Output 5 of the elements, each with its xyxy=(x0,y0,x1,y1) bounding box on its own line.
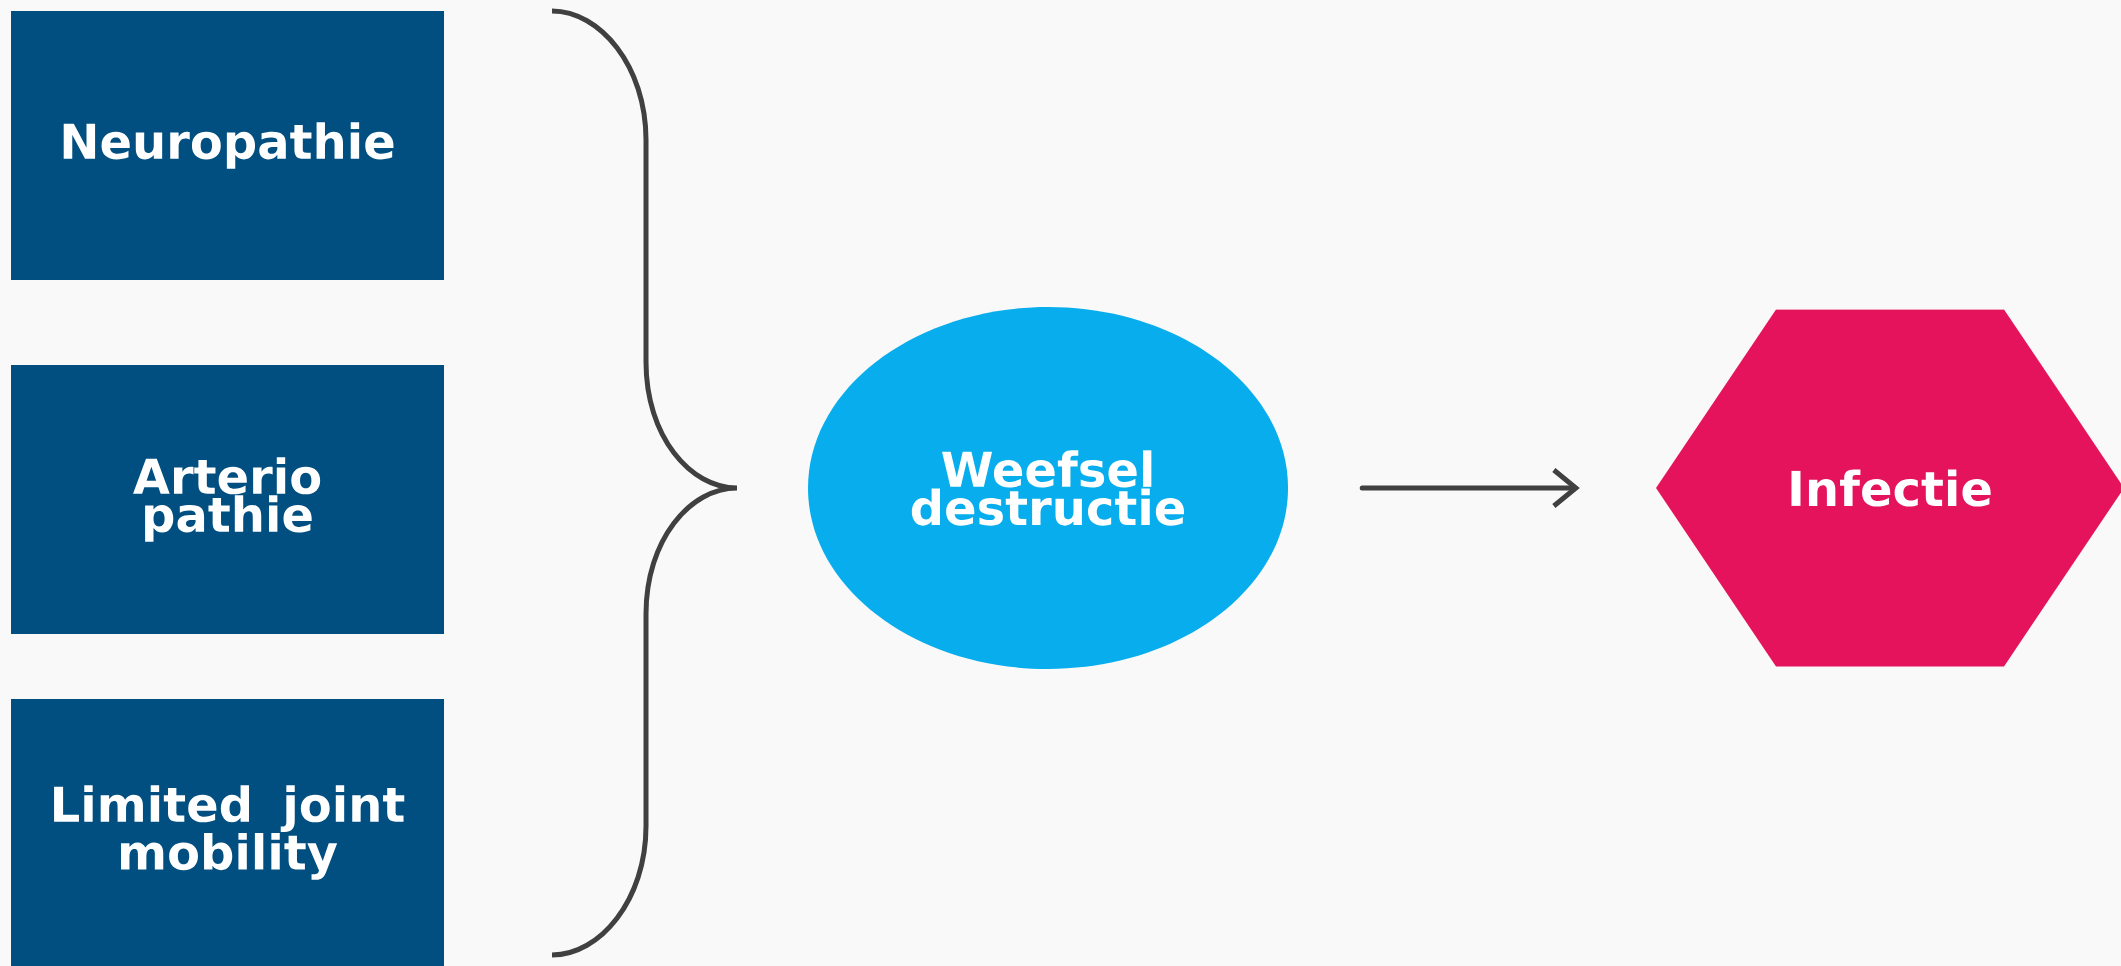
cause-box: Arterio pathie xyxy=(11,365,444,634)
outcome-hexagon: Infectie xyxy=(1656,309,2121,667)
cause-box: Limited joint mobility xyxy=(11,699,444,966)
cause-box: Neuropathie xyxy=(11,11,444,280)
arrow xyxy=(1359,468,1580,508)
